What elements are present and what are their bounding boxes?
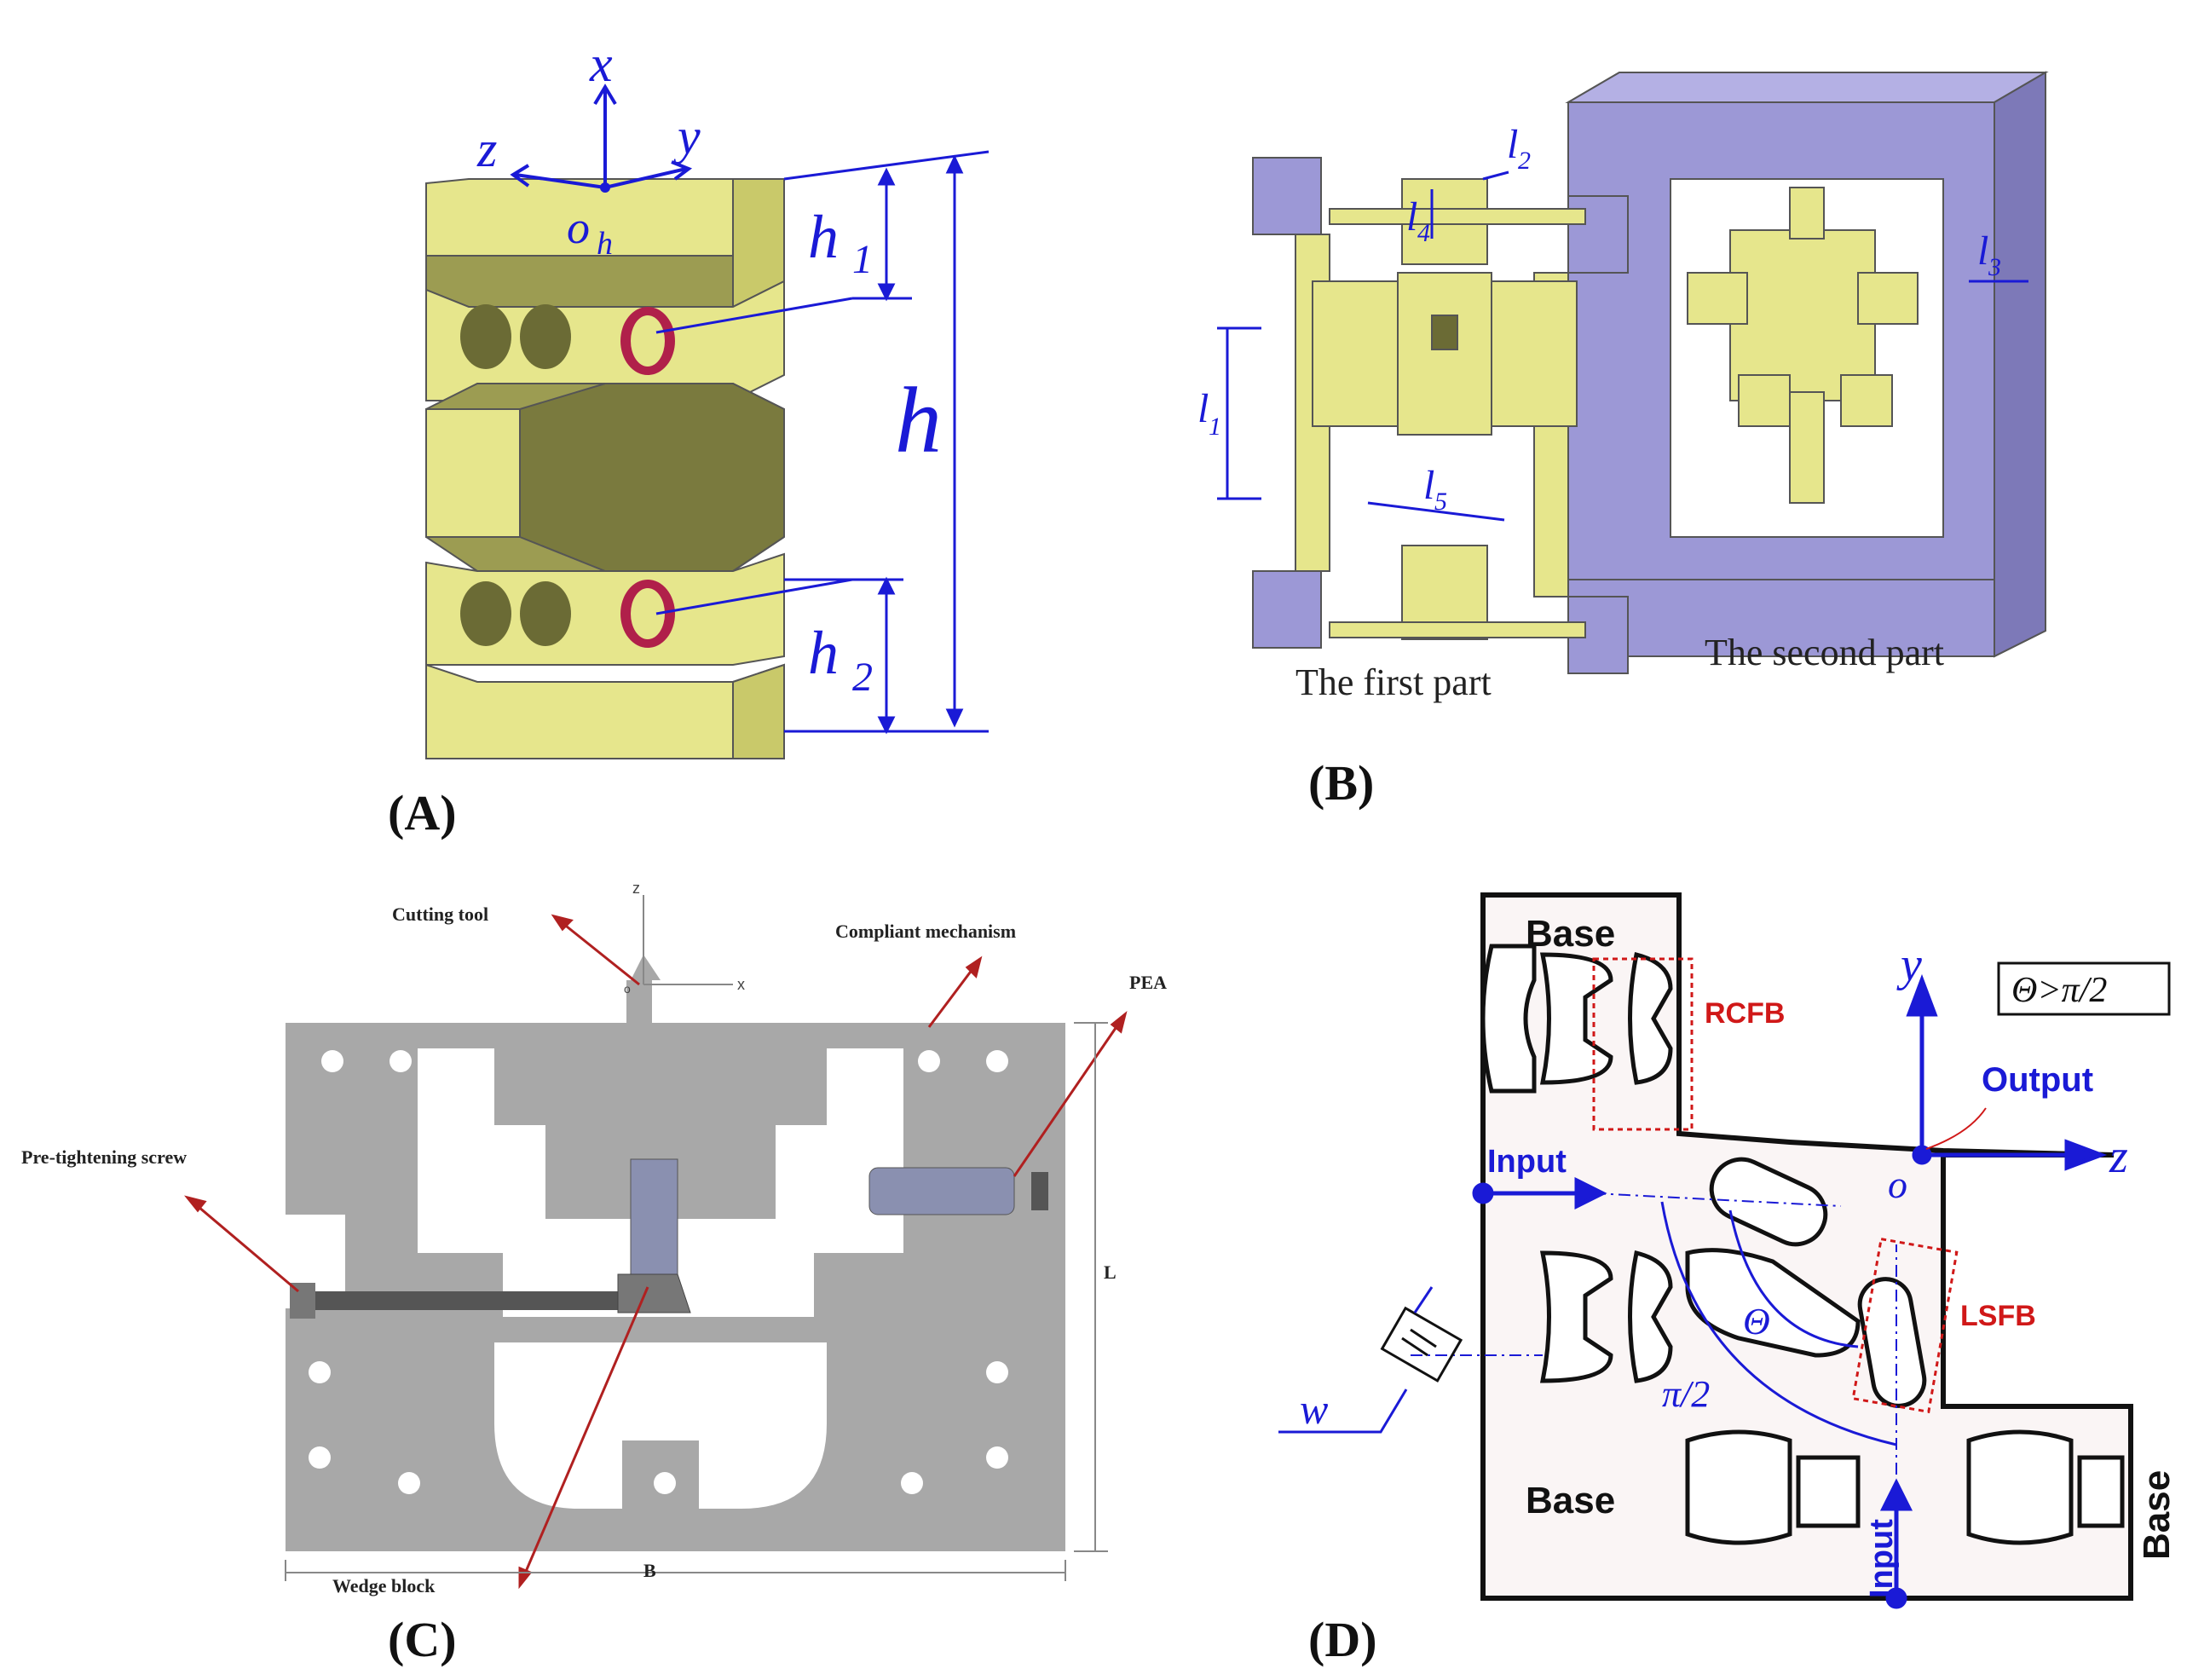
label-wedge-block: Wedge block [332, 1575, 436, 1596]
input-arrows [1472, 1176, 1913, 1609]
label-base-top: Base [1526, 913, 1615, 955]
panel-d: Base Base Base RCFB LSFB Θ>π/2 y z o Out… [1261, 878, 2199, 1628]
panel-b-drawing: l 1 l 2 l 3 l 4 l 5 The first part The s… [1197, 71, 2049, 703]
plate-cutouts [286, 1048, 903, 1509]
axis-z-label-a: z [476, 121, 497, 177]
label-base-bottom-left: Base [1526, 1480, 1615, 1521]
dimensions-b [1217, 170, 2028, 522]
axis-x-c: x [737, 976, 745, 993]
label-base-right: Base [2136, 1470, 2178, 1560]
label-compliant-mechanism: Compliant mechanism [835, 921, 1016, 942]
dim-l5-sub: 5 [1434, 488, 1447, 516]
label-half-pi: π/2 [1662, 1373, 1710, 1415]
second-part-inner [1687, 187, 1919, 504]
axis-y-d: y [1896, 938, 1922, 991]
axes-a [510, 84, 693, 189]
dim-h2-sub: 2 [852, 655, 873, 700]
angle-arcs [1660, 1201, 1897, 1446]
label-output: Output [1982, 1061, 2093, 1099]
axis-z-d: z [2109, 1130, 2128, 1183]
dim-B-label: B [643, 1560, 656, 1581]
first-part-label: The first part [1295, 661, 1492, 703]
label-input-bottom: Input [1864, 1519, 1900, 1598]
pea-actuator [868, 1167, 1015, 1215]
origin-sub-a: h [597, 226, 613, 262]
dim-h1-label: h [808, 203, 839, 271]
panel-c: z x o Cutting tool Compliant mechanism P… [17, 878, 1176, 1628]
caption-d: (D) [1308, 1612, 1377, 1667]
dim-l4-sub: 4 [1417, 219, 1430, 247]
panel-a: x y z o h h 1 h h 2 [392, 26, 990, 776]
label-theta: Θ [1743, 1301, 1770, 1342]
label-rcfb: RCFB [1705, 997, 1785, 1030]
dim-l3: l [1977, 228, 1988, 274]
rcfb-box [1592, 957, 1694, 1131]
dim-h2-label: h [808, 619, 839, 687]
dimensions-a [783, 150, 990, 735]
dim-l2: l [1507, 122, 1518, 167]
wedge-block-shape [617, 1273, 691, 1313]
label-w: w [1300, 1385, 1328, 1433]
panel-d-drawing: Base Base Base RCFB LSFB Θ>π/2 y z o Out… [1278, 892, 2178, 1609]
second-part-label: The second part [1705, 632, 1944, 673]
origin-label-a: o [567, 202, 590, 253]
axes-d [1906, 973, 2108, 1171]
label-lsfb: LSFB [1960, 1300, 2036, 1332]
dim-l1-sub: 1 [1209, 413, 1221, 441]
panel-b: l 1 l 2 l 3 l 4 l 5 The first part The s… [1193, 68, 2097, 733]
central-cylinder [630, 1158, 678, 1288]
label-condition: Θ>π/2 [2011, 971, 2107, 1010]
axis-y-label-a: y [672, 108, 701, 165]
panel-a-drawing: x y z o h h 1 h h 2 [425, 36, 990, 759]
axis-z-c: z [632, 880, 640, 897]
dim-l3-sub: 3 [1988, 253, 2001, 281]
w-symbol [1380, 1306, 1463, 1383]
dim-h1-sub: 1 [852, 237, 873, 282]
lower-hinge-section [425, 552, 785, 666]
origin-c: o [624, 982, 631, 996]
dim-l2-sub: 2 [1518, 147, 1531, 175]
dim-l1: l [1197, 386, 1209, 431]
lsfb-box [1851, 1237, 1959, 1414]
caption-c: (C) [388, 1612, 457, 1667]
condition-box [1997, 961, 2171, 1016]
label-pre-tightening-screw: Pre-tightening screw [21, 1146, 187, 1168]
rcfb-hinges [1480, 944, 1673, 1383]
caption-a: (A) [388, 785, 457, 840]
tool-holder [626, 980, 652, 1048]
label-cutting-tool: Cutting tool [392, 904, 488, 925]
dim-h-label: h [895, 368, 942, 472]
first-part [1295, 178, 1586, 640]
w-leader [1278, 1286, 1434, 1434]
axis-x-label-a: x [589, 36, 613, 92]
axes-c [643, 895, 733, 985]
callout-arrows [184, 914, 1128, 1590]
dim-L-label: L [1104, 1261, 1117, 1283]
mounting-holes [309, 1050, 1008, 1494]
panel-c-drawing: z x o Cutting tool Compliant mechanism P… [21, 880, 1167, 1596]
center-lines [1411, 1192, 1897, 1475]
dim-l5: l [1423, 463, 1434, 508]
lower-hinges [1685, 1429, 2125, 1545]
caption-b: (B) [1308, 755, 1375, 811]
label-pea: PEA [1129, 972, 1167, 993]
bottom-block [425, 663, 785, 759]
pre-tightening-screw-body [294, 1291, 635, 1310]
origin-d: o [1888, 1163, 1907, 1206]
dim-l4: l [1406, 194, 1417, 240]
dimensions-c [285, 1022, 1108, 1581]
label-input-left: Input [1487, 1144, 1567, 1180]
